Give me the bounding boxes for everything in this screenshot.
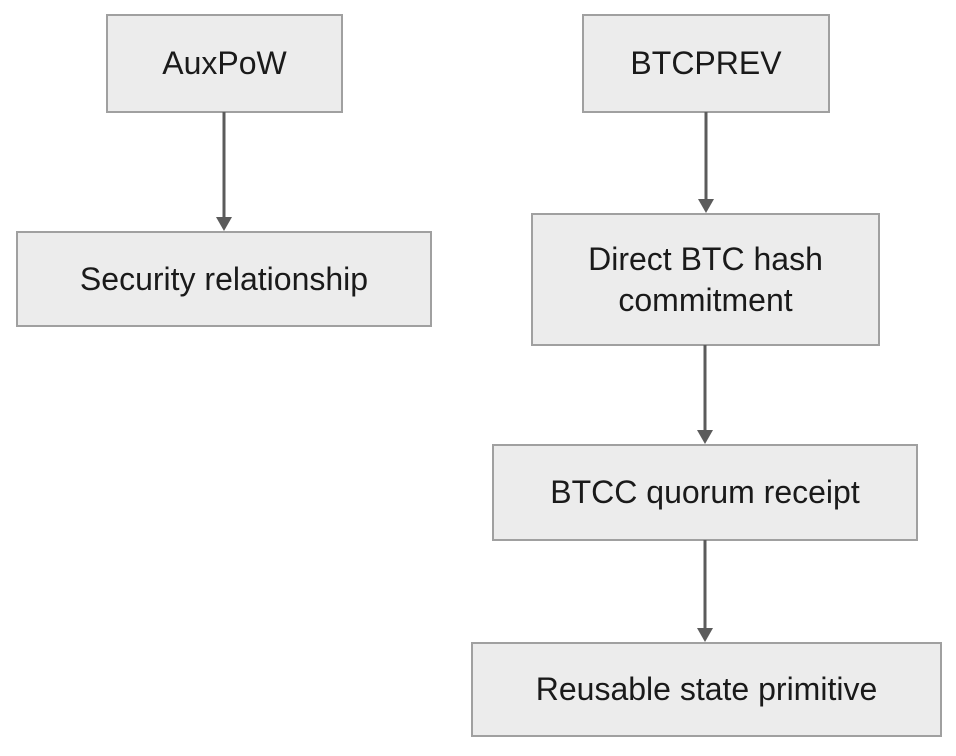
edge-line [703, 540, 707, 629]
node-auxpow-label: AuxPoW [162, 45, 287, 82]
node-btcc-quorum-receipt-label: BTCC quorum receipt [550, 474, 860, 511]
node-btcprev-label: BTCPREV [630, 45, 782, 82]
node-security-relationship-label: Security relationship [79, 260, 369, 297]
node-auxpow: AuxPoW [106, 14, 343, 113]
node-direct-btc-hash-commitment-label: Direct BTC hash commitment [588, 240, 823, 318]
arrowhead-icon [216, 217, 232, 231]
edge-line [704, 112, 708, 200]
edge-line [703, 345, 707, 431]
edge-direct-btc-hash-commitment-to-btcc-quorum-receipt [696, 345, 714, 444]
arrowhead-icon [697, 430, 713, 444]
node-direct-btc-hash-commitment: Direct BTC hash commitment [531, 213, 880, 346]
edge-line [222, 112, 226, 218]
edge-btcprev-to-direct-btc-hash-commitment [697, 112, 715, 213]
node-security-relationship: Security relationship [16, 231, 432, 327]
arrowhead-icon [697, 628, 713, 642]
node-btcc-quorum-receipt: BTCC quorum receipt [492, 444, 918, 541]
arrowhead-icon [698, 199, 714, 213]
node-reusable-state-primitive: Reusable state primitive [471, 642, 942, 737]
node-btcprev: BTCPREV [582, 14, 830, 113]
edge-btcc-quorum-receipt-to-reusable-state-primitive [696, 540, 714, 642]
node-reusable-state-primitive-label: Reusable state primitive [535, 671, 878, 708]
edge-auxpow-to-security-relationship [215, 112, 233, 231]
